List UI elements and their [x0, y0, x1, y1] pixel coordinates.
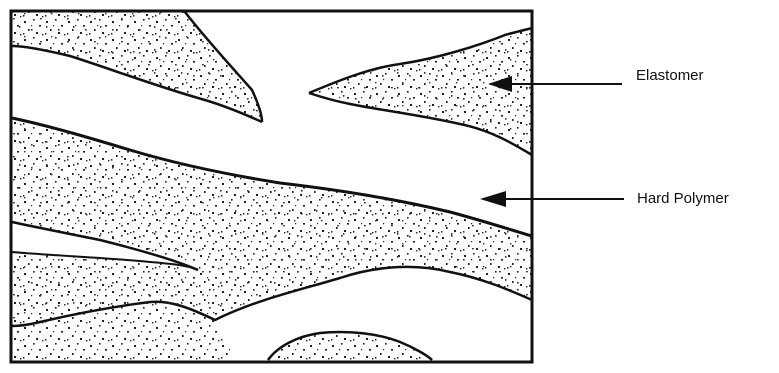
arrow-elastomer: [488, 76, 622, 92]
arrow-hard-polymer: [480, 191, 624, 207]
region-elastomer: [309, 28, 532, 155]
region-top-left: [12, 12, 262, 122]
label-hard-polymer: Hard Polymer: [637, 190, 729, 207]
region-bottom-mound: [268, 332, 432, 360]
label-elastomer: Elastomer: [636, 67, 704, 84]
region-hard-polymer: [12, 118, 532, 326]
